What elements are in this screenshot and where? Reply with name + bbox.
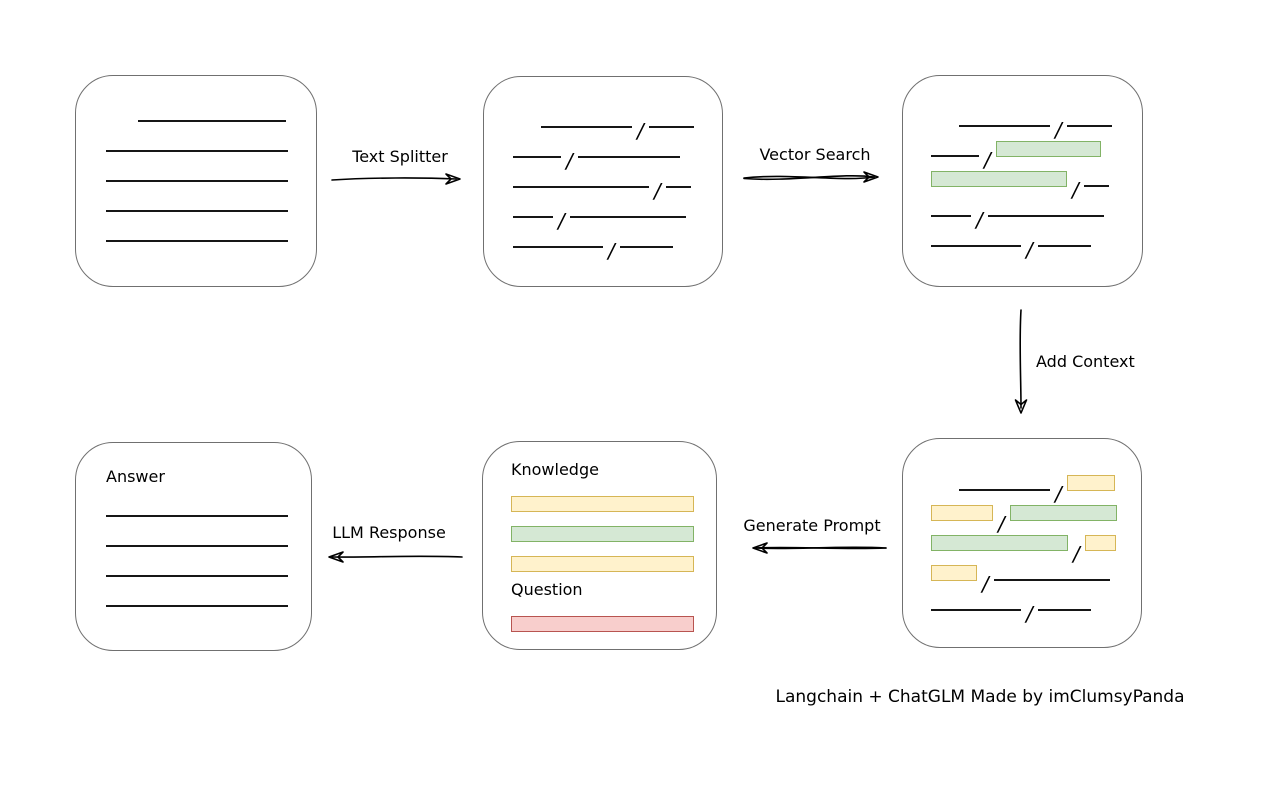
text-line — [931, 155, 979, 157]
text-line — [513, 246, 603, 248]
text-line — [1037, 609, 1091, 611]
text-line-row — [106, 547, 311, 577]
green-bar — [511, 526, 694, 542]
chunk-row: / — [931, 157, 1142, 200]
node-vector-search-results: ///// — [902, 75, 1143, 287]
node-source-document — [75, 75, 317, 287]
chunk-row: / — [931, 581, 1141, 624]
text-line-row — [106, 487, 311, 517]
text-line-row — [106, 517, 311, 547]
yellow-highlight-chip — [1066, 475, 1115, 491]
text-line — [106, 210, 288, 212]
text-line — [106, 150, 288, 152]
node-answer: Answer — [75, 442, 312, 651]
text-line — [106, 240, 288, 242]
chunk-row: / — [931, 127, 1142, 170]
text-line — [987, 215, 1104, 217]
node-prompt: Knowledge Question — [482, 441, 717, 650]
vector-search-arrow-label: Vector Search — [759, 145, 871, 164]
green-highlight-chip — [995, 141, 1101, 157]
text-line — [1066, 125, 1112, 127]
diagram-caption: Langchain + ChatGLM Made by imClumsyPand… — [775, 687, 1185, 707]
search-result-rows: ///// — [903, 76, 1142, 260]
text-line-row — [106, 182, 316, 212]
chunk-row: / — [931, 521, 1141, 564]
llm-response-arrow — [328, 551, 463, 563]
node-split-chunks: ///// — [483, 76, 723, 287]
yellow-highlight-chip — [931, 565, 977, 581]
vector-search-arrow — [743, 171, 879, 183]
document-lines — [76, 76, 316, 242]
yellow-highlight-chip — [931, 505, 993, 521]
chunk-row: / — [931, 217, 1142, 260]
text-line — [931, 215, 971, 217]
text-line — [959, 489, 1050, 491]
text-line — [959, 125, 1050, 127]
green-highlight-chip — [1009, 505, 1117, 521]
chunk-row: / — [513, 188, 722, 231]
generate-prompt-arrow-label: Generate Prompt — [743, 516, 881, 535]
text-line — [569, 216, 686, 218]
text-line — [931, 245, 1021, 247]
green-highlight-chip — [931, 171, 1067, 187]
chunk-row: / — [931, 491, 1141, 534]
chunk-rows: ///// — [484, 77, 722, 261]
text-line-row — [106, 122, 316, 152]
answer-lines — [106, 487, 311, 607]
add-context-arrow — [1014, 309, 1028, 414]
text-line — [619, 246, 673, 248]
text-line — [106, 180, 288, 182]
llm-response-arrow-label: LLM Response — [332, 523, 446, 542]
text-splitter-arrow-label: Text Splitter — [352, 147, 448, 166]
question-bars — [511, 616, 716, 632]
chunk-row: / — [931, 187, 1142, 230]
knowledge-bars — [511, 496, 716, 572]
knowledge-label: Knowledge — [511, 460, 599, 479]
text-line — [106, 605, 288, 607]
text-line — [106, 515, 288, 517]
text-splitter-arrow — [331, 173, 461, 185]
text-line-row — [106, 152, 316, 182]
text-line — [931, 609, 1021, 611]
text-line-row — [106, 577, 311, 607]
generate-prompt-arrow — [752, 542, 887, 554]
node-context-chunks: ///// — [902, 438, 1142, 648]
text-line — [138, 120, 286, 122]
text-line — [513, 216, 553, 218]
green-highlight-chip — [931, 535, 1068, 551]
chunk-row: / — [513, 98, 722, 141]
chunk-row: / — [513, 218, 722, 261]
yellow-bar — [511, 496, 694, 512]
context-rows: ///// — [903, 439, 1141, 624]
text-line-row — [106, 92, 316, 122]
text-line — [577, 156, 680, 158]
answer-label: Answer — [106, 467, 165, 486]
text-line — [541, 126, 632, 128]
red-bar — [511, 616, 694, 632]
text-line — [106, 545, 288, 547]
question-label: Question — [511, 580, 583, 599]
text-line — [513, 186, 649, 188]
text-line — [106, 575, 288, 577]
chunk-row: / — [931, 551, 1141, 594]
chunk-row: / — [513, 158, 722, 201]
text-line — [993, 579, 1110, 581]
text-line — [1083, 185, 1109, 187]
chunk-row: / — [931, 97, 1142, 140]
add-context-arrow-label: Add Context — [1036, 352, 1135, 371]
text-line — [648, 126, 694, 128]
yellow-highlight-chip — [1084, 535, 1116, 551]
chunk-row: / — [513, 128, 722, 171]
text-line — [665, 186, 691, 188]
chunk-row: / — [931, 461, 1141, 504]
text-line — [1037, 245, 1091, 247]
yellow-bar — [511, 556, 694, 572]
text-line-row — [106, 212, 316, 242]
text-line — [513, 156, 561, 158]
